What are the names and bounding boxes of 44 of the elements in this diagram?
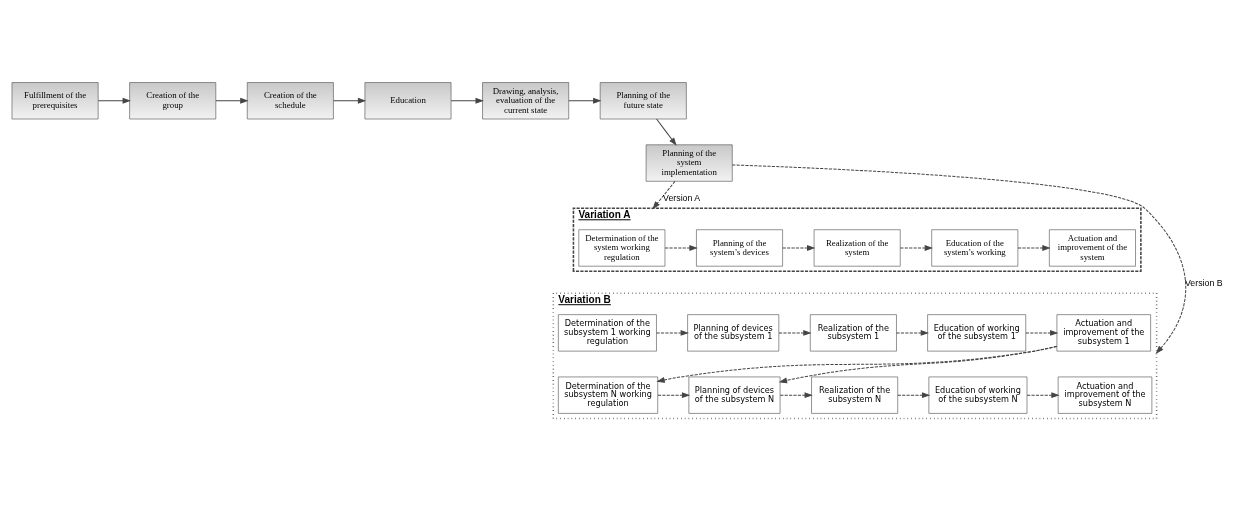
arrow [656, 118, 677, 146]
arrow [1025, 329, 1059, 336]
node-box: Actuation and improvement of the subsystem N [1057, 376, 1153, 414]
node-box: Education [364, 82, 452, 120]
node-box: Planning of the system implementation [645, 144, 733, 182]
arrow [1017, 245, 1051, 251]
node-box: Actuation and improvement of the system [1049, 229, 1136, 267]
arrow [1026, 392, 1060, 399]
arrow [779, 392, 813, 399]
node-box: Realization of the subsystem N [811, 376, 899, 414]
node-box: Planning of the system’s devices [696, 229, 783, 267]
edge-label: Version B [1184, 277, 1223, 288]
node-box: Determination of the subsystem N working regulation [558, 376, 659, 414]
node-box: Planning of devices of the subsystem 1 [687, 314, 780, 352]
arrow [657, 392, 691, 399]
node-box: Drawing, analysis, evaluation of the current state [482, 82, 570, 120]
arrow [333, 97, 367, 104]
arrow [899, 245, 933, 251]
arrow [897, 392, 931, 399]
node-box: Education of the system’s working [931, 229, 1019, 267]
arrow [450, 97, 484, 104]
arrow [656, 346, 1058, 383]
node-box: Creation of the group [129, 82, 217, 120]
node-box: Realization of the subsystem 1 [809, 314, 897, 352]
arrow [97, 97, 131, 104]
arrow [215, 97, 249, 104]
node-box: Determination of the system working regulation [578, 229, 666, 267]
node-box: Realization of the system [813, 229, 901, 267]
arrow [664, 245, 698, 251]
node-box: Actuation and improvement of the subsystem 1 [1056, 314, 1151, 352]
arrow [782, 245, 816, 251]
node-box: Education of working of the subsystem N [928, 376, 1028, 414]
edge-label: Version A [663, 192, 701, 203]
arrow [896, 329, 930, 336]
arrow [778, 329, 812, 336]
node-box: Planning of devices of the subsystem N [688, 376, 781, 414]
arrow [656, 329, 689, 336]
node-box: Planning of the future state [599, 82, 687, 120]
node-box: Fulfillment of the prerequisites [11, 82, 99, 120]
node-box: Education of working of the subsystem 1 [927, 314, 1027, 352]
arrow [652, 180, 676, 210]
node-box: Creation of the schedule [246, 82, 334, 120]
arrow [568, 97, 602, 104]
node-box: Determination of the subsystem 1 working regulation [558, 314, 657, 352]
